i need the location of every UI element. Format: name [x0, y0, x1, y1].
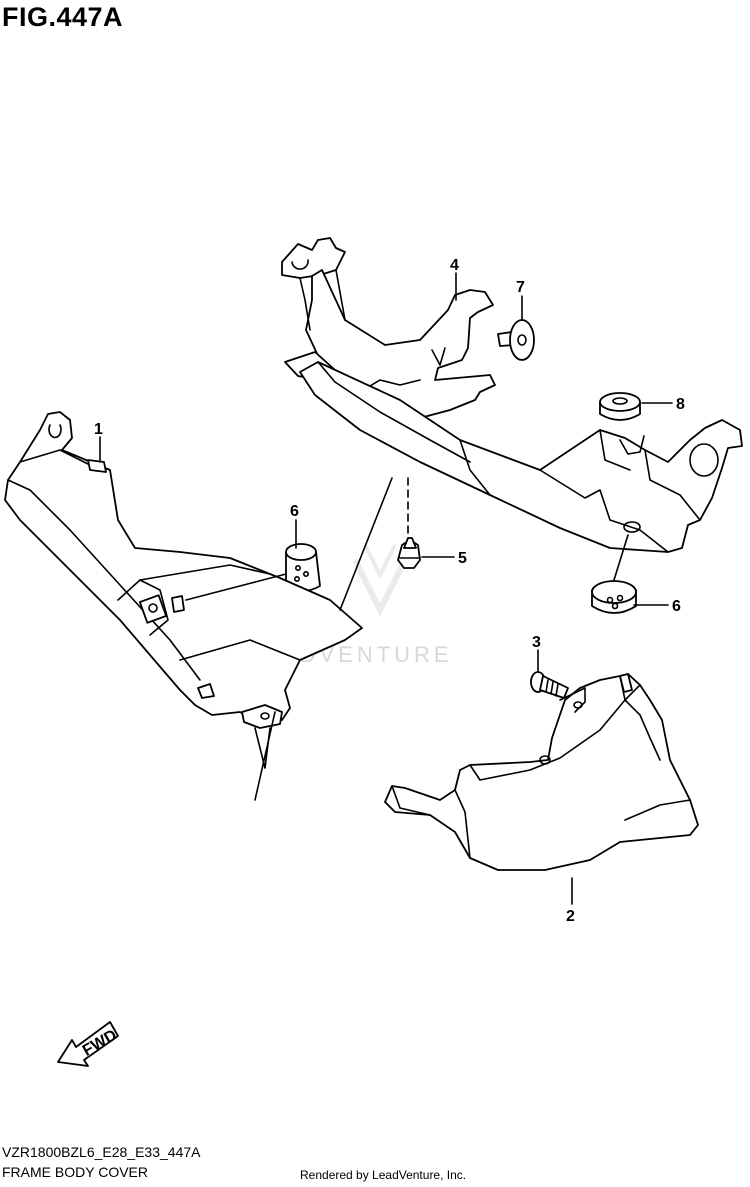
render-credit: Rendered by LeadVenture, Inc. [300, 1168, 467, 1182]
callout-3: 3 [532, 634, 541, 673]
fwd-direction-arrow: FWD [57, 1021, 120, 1067]
svg-text:3: 3 [532, 634, 541, 651]
figure-name: FRAME BODY COVER [2, 1164, 148, 1180]
svg-text:6: 6 [290, 503, 299, 520]
callout-8: 8 [641, 396, 685, 413]
svg-text:8: 8 [676, 396, 685, 413]
figure-code: VZR1800BZL6_E28_E33_447A [2, 1144, 201, 1160]
svg-text:5: 5 [458, 550, 467, 567]
part-5-clip[interactable] [397, 537, 421, 569]
svg-text:6: 6 [672, 598, 681, 615]
assembly-lines [254, 477, 393, 801]
callout-2: 2 [566, 877, 575, 925]
callout-1: 1 [94, 421, 103, 463]
callout-6-left: 6 [185, 503, 299, 601]
callout-5: 5 [407, 477, 467, 567]
callout-4: 4 [450, 257, 459, 301]
part-6-grommet-right[interactable] [591, 580, 637, 614]
part-8-grommet[interactable] [599, 392, 641, 421]
svg-text:4: 4 [450, 257, 459, 274]
watermark-logo-icon [352, 544, 408, 617]
figure-title: FIG.447A [2, 2, 124, 32]
part-3-screw[interactable] [530, 671, 569, 699]
callout-7: 7 [516, 279, 525, 321]
part-7-push-rivet[interactable] [497, 319, 535, 361]
svg-text:7: 7 [516, 279, 525, 296]
frame-body-cover-right-upper[interactable] [299, 361, 743, 553]
svg-text:1: 1 [94, 421, 103, 438]
part-1-frame-body-cover-left[interactable] [4, 411, 363, 769]
part-2-lower-cover[interactable] [384, 673, 699, 871]
svg-text:2: 2 [566, 908, 575, 925]
callout-6-right: 6 [613, 534, 681, 615]
